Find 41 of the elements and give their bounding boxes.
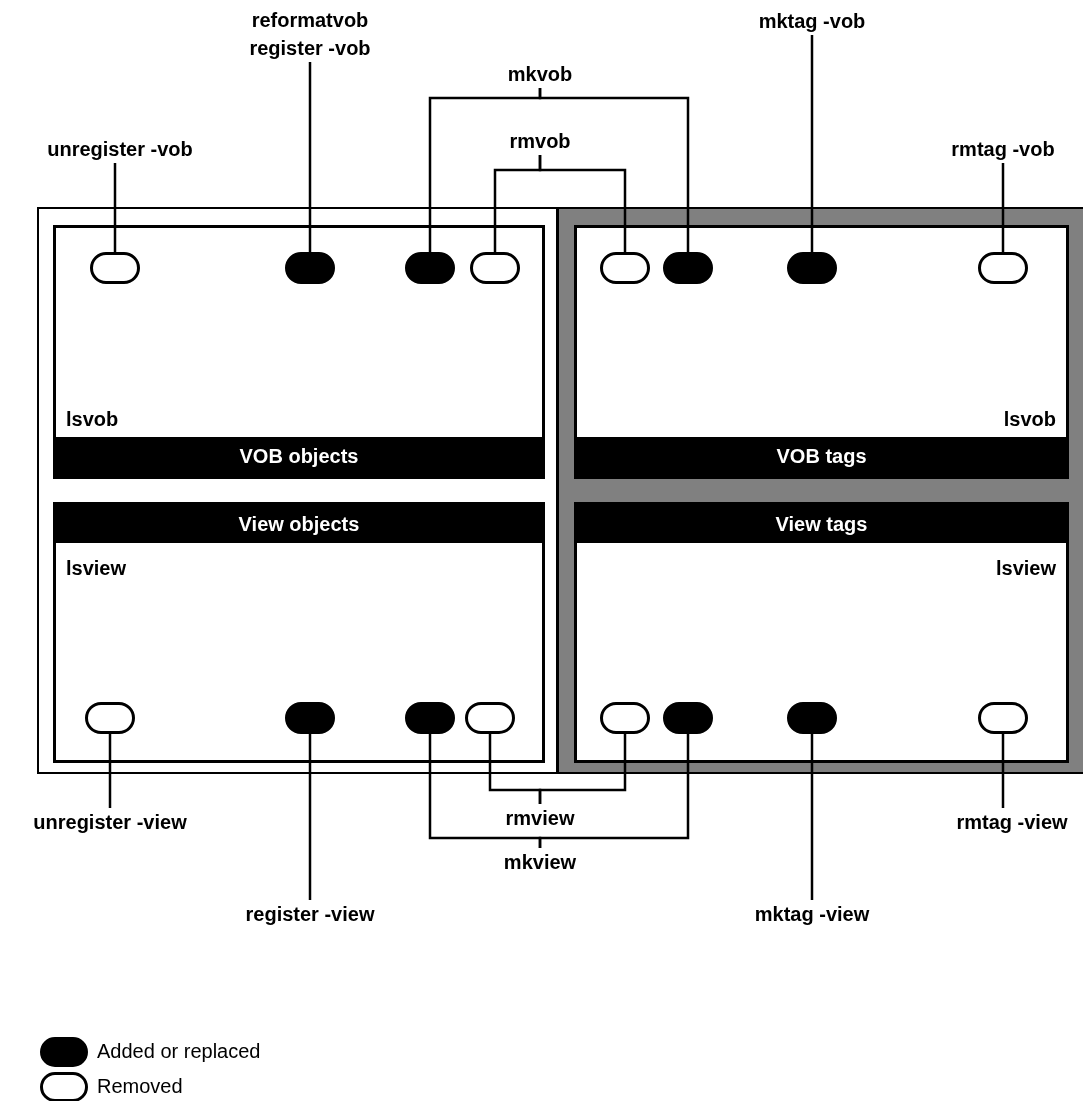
connector-line [113,163,117,252]
connector-line [538,734,627,804]
connector-line [1001,734,1005,808]
region-panel [53,502,545,763]
command-label: lsvob [66,408,119,431]
command-label: unregister -vob [47,137,193,162]
command-label: register -view [245,902,375,927]
command-label: register -vob [249,36,371,61]
command-label: mktag -view [754,902,870,927]
region-panel [53,225,545,479]
connector-line [810,35,814,252]
legend-label: Removed [97,1075,183,1098]
command-label: rmtag -vob [951,137,1055,162]
command-label: lsview [66,557,127,580]
connector-line [308,734,312,900]
command-label: mktag -vob [758,9,866,34]
connector-line [1001,163,1005,252]
connector-line [308,62,312,252]
connector-line [810,734,814,900]
title-bar: VOB objects [56,437,542,476]
command-label: mkvob [507,62,573,87]
command-label: rmtag -view [956,810,1068,835]
connector-line [538,155,627,252]
command-label: mkview [503,850,577,875]
title-bar: View objects [56,505,542,543]
outer-frame [37,207,558,774]
connector-line [538,734,690,848]
region-panel [574,225,1069,479]
region-panel [574,502,1069,763]
title-bar: View tags [577,505,1066,543]
outer-frame [557,207,1083,774]
connector-line [538,88,690,252]
command-label: rmvob [509,129,571,154]
command-label: unregister -view [33,810,187,835]
legend-label: Added or replaced [97,1040,261,1063]
command-label: reformatvob [250,8,370,33]
connector-line [108,734,112,808]
command-label: rmview [505,806,575,831]
command-label: lsview [995,557,1056,580]
title-bar: VOB tags [577,437,1066,476]
command-label: lsvob [1003,408,1056,431]
